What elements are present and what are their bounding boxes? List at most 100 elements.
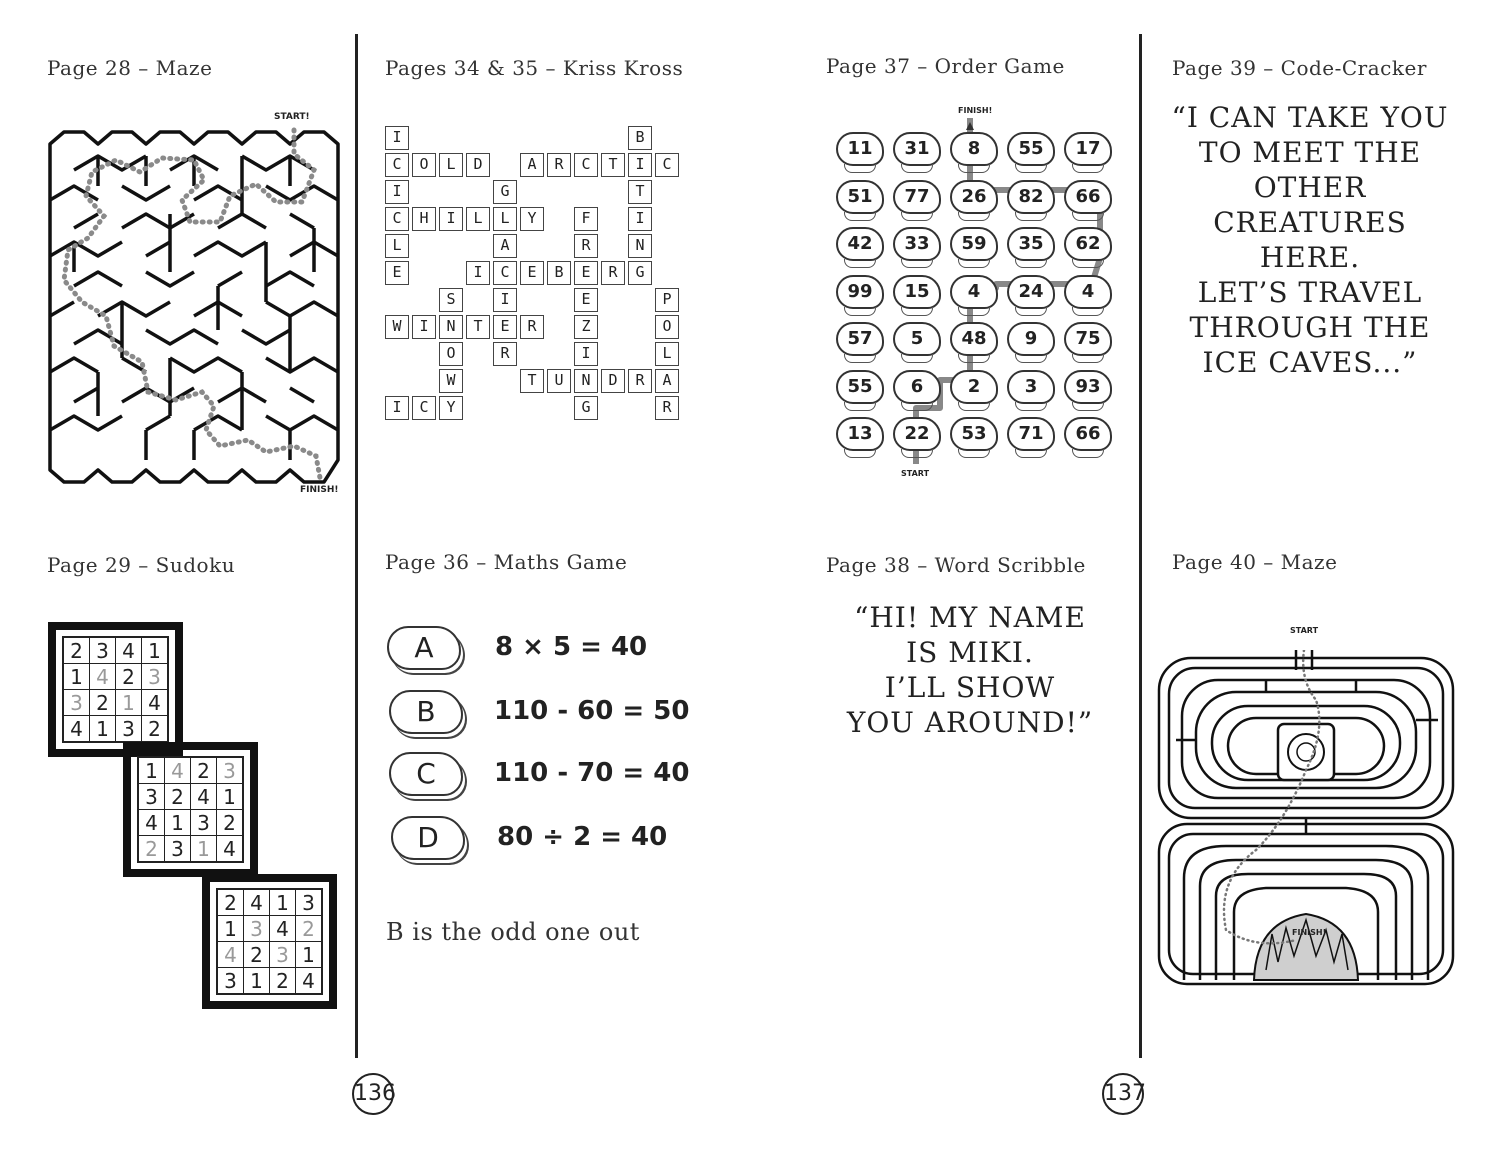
- kriss-kross-cell: L: [493, 207, 517, 231]
- kriss-kross-cell: T: [601, 153, 625, 177]
- kriss-kross-cell: H: [412, 207, 436, 231]
- page-number-136: 136: [352, 1073, 396, 1115]
- sudoku-cell: 4: [89, 663, 116, 690]
- hex-maze-image: [48, 127, 340, 484]
- kriss-kross-cell: R: [574, 234, 598, 258]
- kriss-kross-cell: L: [655, 342, 679, 366]
- kriss-kross-cell: Y: [439, 396, 463, 420]
- kriss-kross-cell: I: [574, 342, 598, 366]
- sudoku-cell: 1: [62, 663, 90, 690]
- sudoku-cell: 2: [62, 636, 90, 664]
- ice-floe-number: 53: [950, 417, 998, 458]
- sudoku-cell: 4: [295, 967, 323, 995]
- left-page-divider: [355, 34, 358, 1058]
- kriss-kross-cell: R: [655, 396, 679, 420]
- code-quote-line-1: “I CAN TAKE YOU: [1171, 101, 1449, 134]
- ice-floe-number: 62: [1064, 227, 1112, 268]
- sudoku-cell: 3: [295, 888, 323, 916]
- sudoku-cell: 4: [141, 689, 169, 716]
- sudoku-cell: 1: [295, 941, 323, 968]
- sudoku-cell: 4: [190, 783, 217, 810]
- code-quote-line-2: TO MEET THE: [1198, 136, 1422, 169]
- kriss-kross-cell: D: [466, 153, 490, 177]
- word-quote-line-2: IS MIKI.: [906, 636, 1034, 669]
- kriss-kross-cell: T: [628, 180, 652, 204]
- kriss-kross-cell: U: [547, 369, 571, 393]
- sudoku-cell: 4: [216, 835, 244, 863]
- kriss-kross-cell: R: [520, 315, 544, 339]
- kriss-kross-cell: E: [574, 288, 598, 312]
- kriss-kross-cell: O: [439, 342, 463, 366]
- ice-floe-number: 11: [836, 132, 884, 173]
- kriss-kross-cell: Y: [520, 207, 544, 231]
- kriss-kross-cell: I: [493, 288, 517, 312]
- sudoku-cell: 4: [216, 941, 244, 968]
- kriss-kross-cell: A: [655, 369, 679, 393]
- sudoku-cell: 2: [115, 663, 142, 690]
- sudoku-cell: 3: [137, 783, 165, 810]
- ice-floe-number: 93: [1064, 369, 1112, 411]
- sudoku-cell: 1: [216, 915, 244, 942]
- word-quote-line-4: YOU AROUND!”: [846, 706, 1094, 739]
- kriss-kross-cell: W: [439, 369, 463, 393]
- ice-floe-number: 57: [836, 322, 884, 363]
- kriss-kross-cell: C: [493, 261, 517, 285]
- kriss-kross-cell: C: [385, 153, 409, 177]
- sudoku-cell: 2: [243, 941, 270, 968]
- code-cracker-quote: “I CAN TAKE YOU TO MEET THE OTHER CREATU…: [1160, 100, 1460, 380]
- ice-cave-maze: [1157, 650, 1455, 986]
- kriss-kross-cell: C: [412, 396, 436, 420]
- kriss-kross-cell: E: [493, 315, 517, 339]
- kriss-kross-cell: S: [439, 288, 463, 312]
- sudoku-cell: 4: [115, 636, 142, 664]
- code-quote-line-5: LET’S TRAVEL: [1197, 276, 1423, 309]
- kriss-kross-cell: T: [520, 369, 544, 393]
- kriss-kross-cell: L: [439, 153, 463, 177]
- sudoku-cell: 3: [216, 756, 244, 784]
- kriss-kross-cell: C: [385, 207, 409, 231]
- kriss-kross-cell: P: [655, 288, 679, 312]
- sudoku-cell: 2: [216, 809, 244, 836]
- kriss-kross-cell: G: [574, 396, 598, 420]
- sudoku-cell: 2: [190, 756, 217, 784]
- ice-floe-number: 9: [1007, 322, 1055, 363]
- sudoku-cell: 1: [216, 783, 244, 810]
- right-page-divider: [1139, 34, 1142, 1058]
- sudoku-cell: 1: [190, 835, 217, 863]
- maths-stone-b: B: [389, 690, 463, 734]
- ice-floe-number: 17: [1064, 132, 1112, 173]
- kriss-kross-cell: E: [385, 261, 409, 285]
- sudoku-cell: 3: [269, 941, 296, 968]
- code-quote-line-6: THROUGH THE: [1189, 311, 1431, 344]
- ice-floe-number: 6: [893, 369, 941, 411]
- ice-floe-number: 31: [893, 132, 941, 173]
- sudoku-cell: 3: [89, 636, 116, 664]
- ice-floe-number: 55: [1007, 132, 1055, 173]
- maths-stone-c: C: [389, 752, 463, 796]
- sudoku-cell: 2: [89, 689, 116, 716]
- kriss-kross-cell: O: [655, 315, 679, 339]
- maze2-finish-label: FINISH!: [1292, 928, 1327, 937]
- ice-floe-number: 4: [1064, 274, 1112, 316]
- kriss-kross-cell: N: [439, 315, 463, 339]
- kriss-kross-cell: R: [493, 342, 517, 366]
- sudoku-cell: 2: [141, 715, 169, 743]
- ice-floe-number: 33: [893, 227, 941, 268]
- sudoku-cell: 2: [216, 888, 244, 916]
- sudoku-cell: 3: [243, 915, 270, 942]
- sudoku-cell: 2: [295, 915, 323, 942]
- code-quote-line-7: ICE CAVES...”: [1202, 346, 1418, 379]
- kriss-kross-cell: Z: [574, 315, 598, 339]
- kriss-kross-cell: I: [385, 396, 409, 420]
- ice-floe-number: 26: [950, 179, 998, 221]
- ice-floe-number: 3: [1007, 369, 1055, 411]
- maths-equation-a: 8 × 5 = 40: [495, 632, 648, 662]
- sudoku-cell: 2: [137, 835, 165, 863]
- ice-floe-number: 5: [893, 322, 941, 363]
- kriss-kross-cell: L: [385, 234, 409, 258]
- kriss-kross-cell: C: [574, 153, 598, 177]
- kriss-kross-cell: G: [628, 261, 652, 285]
- kriss-kross-cell: N: [574, 369, 598, 393]
